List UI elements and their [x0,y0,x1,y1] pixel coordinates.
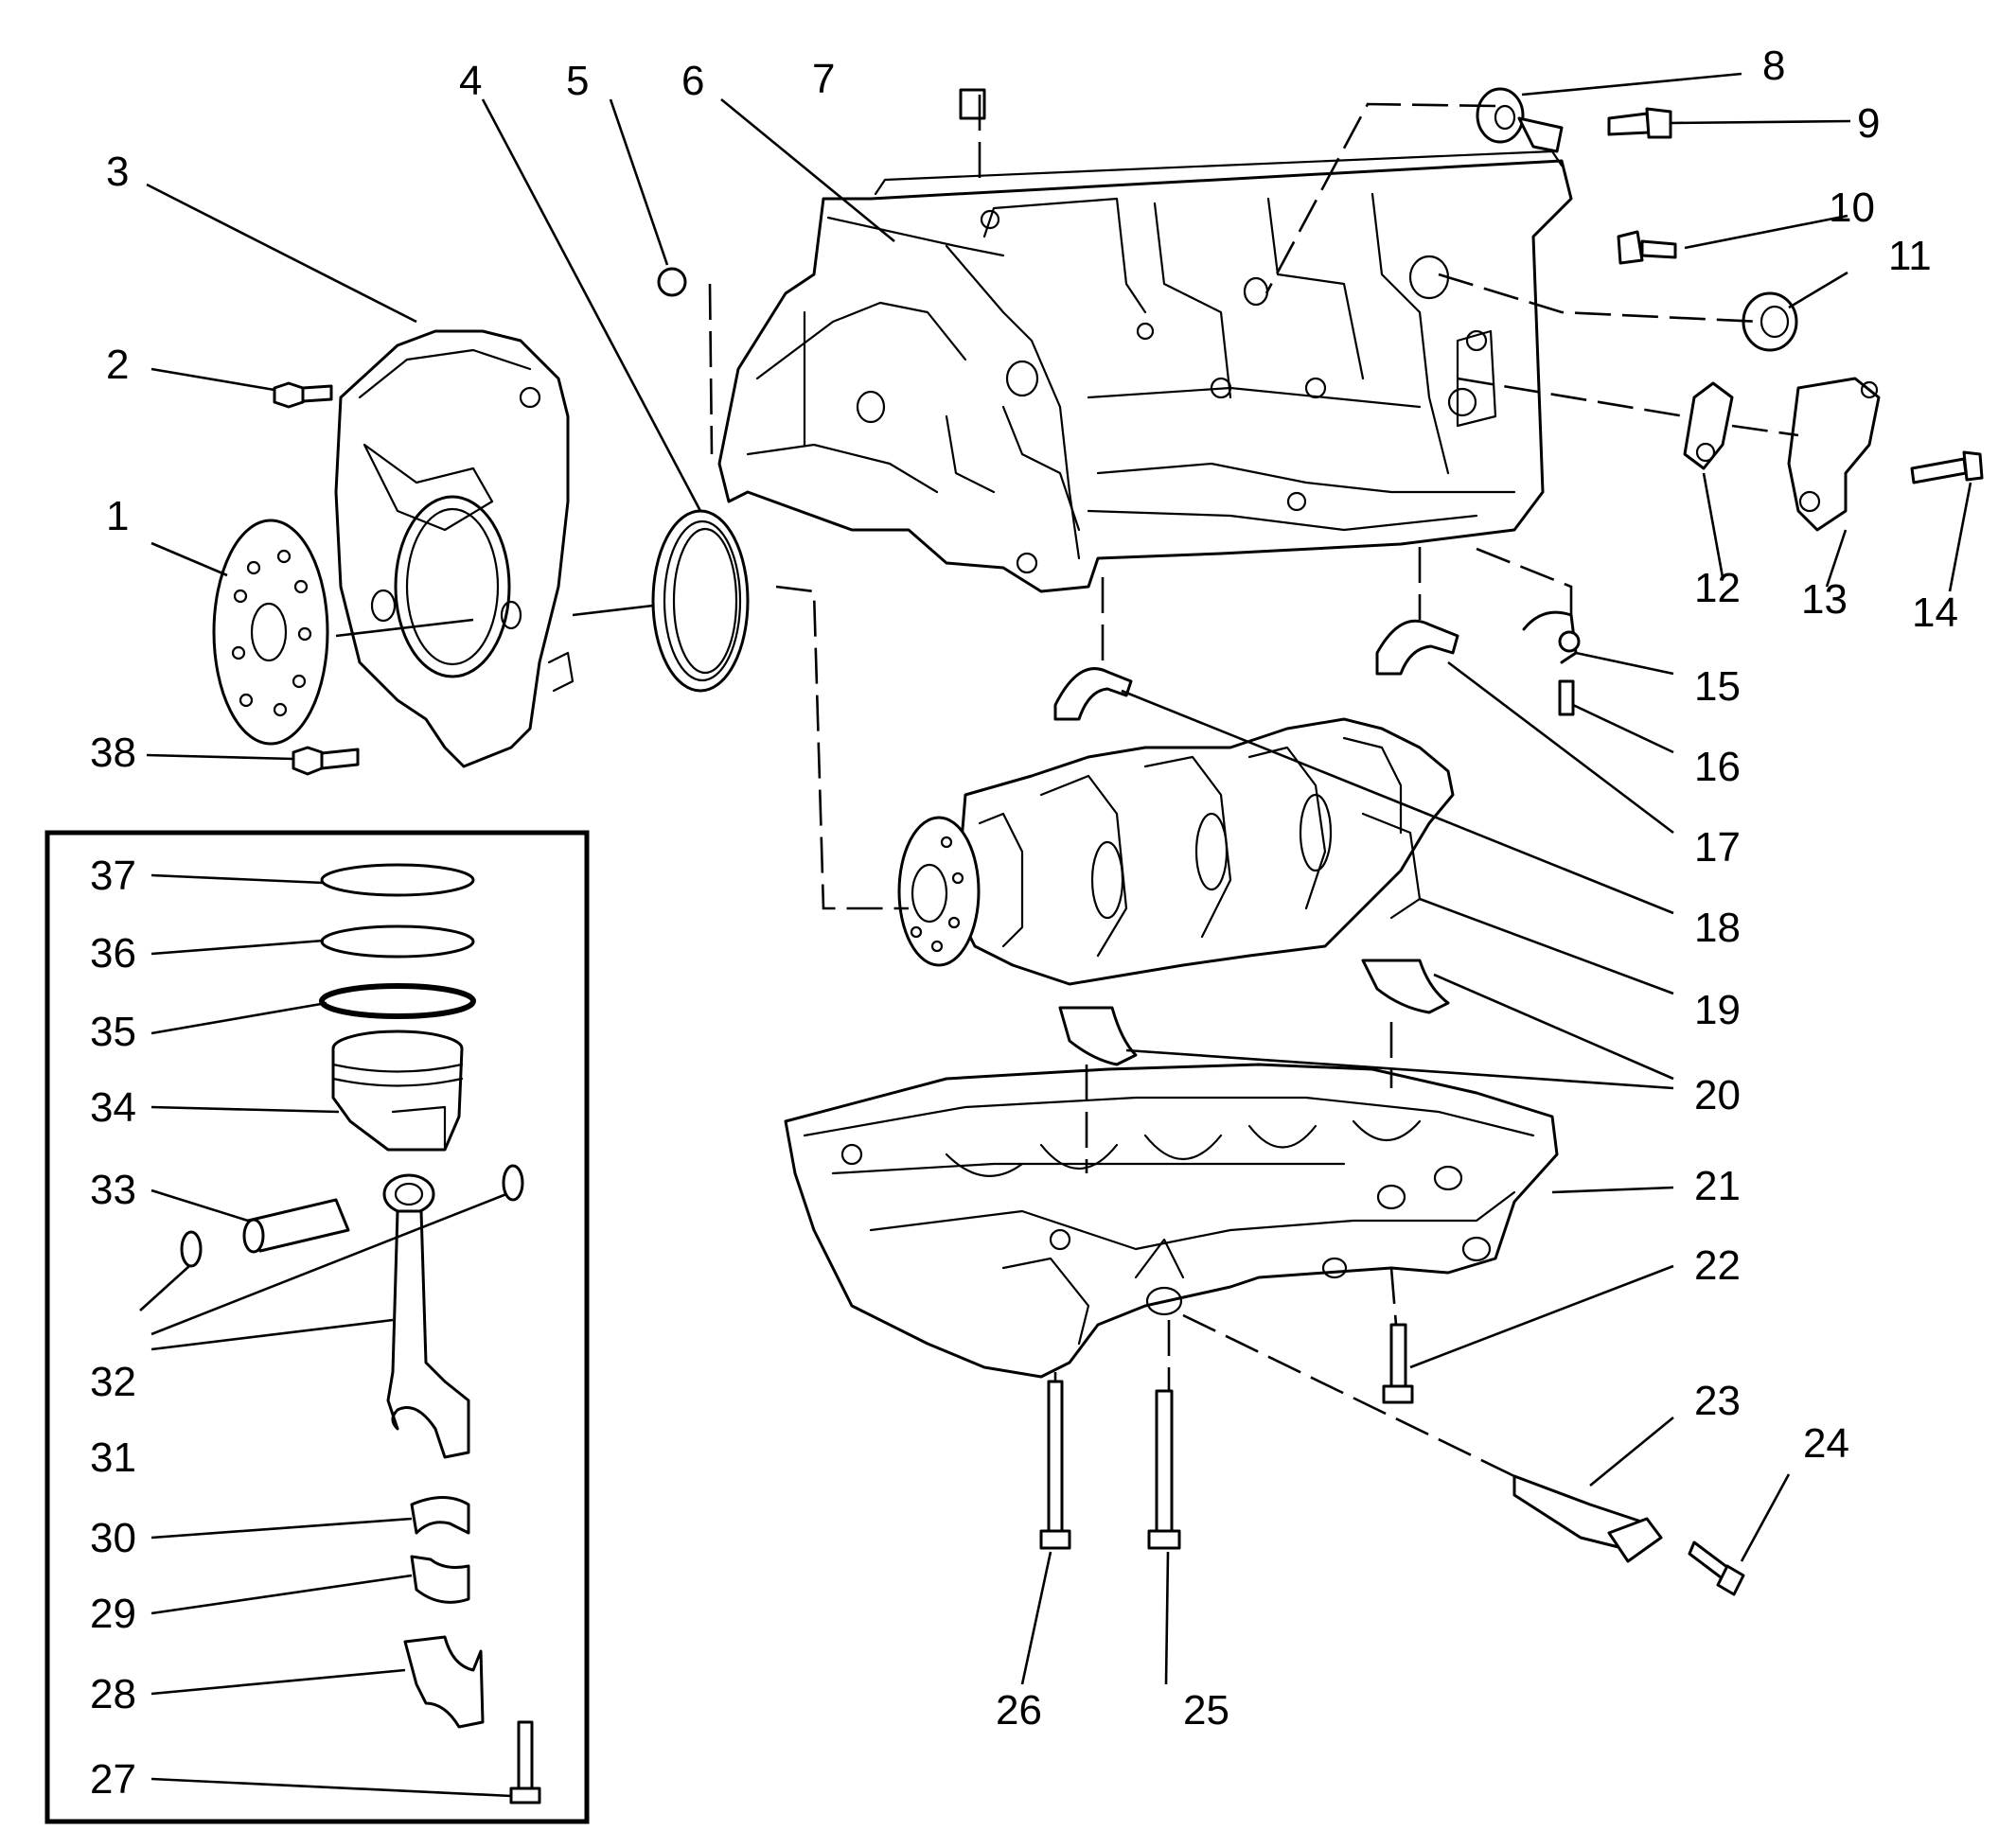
callout-15: 15 [1694,663,1741,710]
callout-11: 11 [1888,233,1932,279]
connecting-rod [382,1173,470,1459]
piston-pin-retainer-right [502,1164,524,1202]
callout-37: 37 [90,853,136,899]
callout-9: 9 [1857,100,1880,147]
leader-lines [146,72,1972,1685]
callout-24: 24 [1803,1420,1849,1467]
callout-labels: 1 2 3 4 5 6 7 8 9 10 11 12 13 14 15 16 1… [90,43,1958,1803]
callout-12: 12 [1694,565,1741,611]
upper-thrust-bearing-17 [1375,619,1459,676]
callout-16: 16 [1694,744,1741,790]
lower-crankcase [784,1063,1559,1379]
knock-sensor [1476,87,1564,153]
bedplate-bolts [1039,1323,1414,1550]
engine-block [717,150,1573,593]
callout-22: 22 [1694,1242,1741,1289]
callout-38: 38 [90,730,136,776]
sensor-bolt-24 [1688,1540,1745,1596]
piston-rod-inset [44,830,590,1824]
front-cover [334,329,575,768]
callout-30: 30 [90,1515,136,1561]
callout-17: 17 [1694,824,1741,871]
water-outlet-bolt [1910,450,1984,484]
callout-31: 31 [90,1434,136,1481]
upper-main-bearing-18 [1053,667,1133,721]
callout-5: 5 [566,58,589,104]
callout-29: 29 [90,1591,136,1637]
crankshaft-rear-oil-seal [651,509,750,693]
crankshaft-balancer [212,519,329,746]
callout-27: 27 [90,1756,136,1803]
piston-pin-retainer-left [180,1230,203,1268]
oil-control-ring [319,983,476,1019]
callout-28: 28 [90,1671,136,1717]
piston [331,1030,464,1152]
callout-21: 21 [1694,1163,1741,1209]
lower-main-bearing-a [1058,1006,1138,1066]
callout-3: 3 [106,149,129,195]
callout-19: 19 [1694,987,1741,1033]
gasket [1683,381,1734,470]
connecting-rod-bearing-lower [410,1555,470,1604]
callout-8: 8 [1762,43,1785,89]
callout-20: 20 [1694,1072,1741,1118]
lower-main-bearing-b [1361,959,1450,1014]
piston-pin [242,1198,350,1254]
crankshaft-position-sensor [1512,1474,1663,1563]
callout-10: 10 [1829,185,1875,231]
callout-4: 4 [459,58,482,104]
callout-34: 34 [90,1084,136,1131]
inset-frame [44,830,590,1824]
callout-36: 36 [90,930,136,977]
crankshaft [897,717,1455,986]
callout-23: 23 [1694,1378,1741,1424]
callout-14: 14 [1912,590,1958,636]
callout-6: 6 [681,58,704,104]
callout-18: 18 [1694,905,1741,951]
water-outlet [1787,377,1881,532]
callout-33: 33 [90,1167,136,1213]
cover-bolts [273,381,360,776]
compression-ring-top [320,863,475,897]
callout-7: 7 [812,56,835,102]
connecting-rod-bolt [509,1720,541,1804]
callout-35: 35 [90,1009,136,1055]
callout-32: 32 [90,1359,136,1405]
compression-ring-second [320,924,475,959]
connecting-rod-bearing-upper [410,1496,470,1535]
sensor-bolt-16 [1558,679,1575,716]
alignment-lines [708,95,1799,1478]
callout-13: 13 [1801,576,1848,623]
callout-1: 1 [106,493,129,539]
connecting-rod-cap [403,1635,485,1729]
knock-sensor-bolt [1607,107,1672,139]
callout-25: 25 [1183,1687,1229,1734]
oil-pressure-sensor [1617,230,1677,265]
callout-2: 2 [106,342,129,388]
oil-level-sensor [1522,610,1581,664]
callout-26: 26 [996,1687,1042,1734]
